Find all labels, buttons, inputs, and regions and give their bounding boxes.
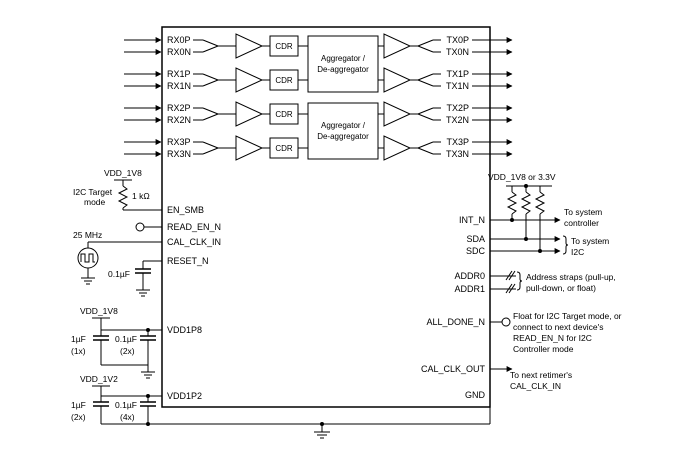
pin-read-en-n: READ_EN_N: [167, 222, 221, 232]
to-sys-i2c-label-1: To system: [571, 236, 609, 246]
float-note-2: connect to next device's: [513, 322, 603, 332]
pin-tx-p: TX1P: [446, 69, 469, 79]
pin-rx-n: RX3N: [167, 149, 191, 159]
cap-1uf-b-qty: (2x): [71, 412, 86, 422]
read-en-open-circle: [135, 222, 145, 232]
pin-vdd1p8: VDD1P8: [167, 325, 202, 335]
pin-rx-n: RX2N: [167, 115, 191, 125]
aggregator-block-1: [307, 35, 379, 93]
rx-equalizer-buffer: [235, 135, 264, 161]
addr-brace: [516, 271, 523, 291]
pin-tx-n: TX2N: [446, 115, 469, 125]
cap-01uf-b-label: 0.1µF: [115, 400, 137, 410]
pin-rx-p: RX0P: [167, 35, 191, 45]
vdd-1v8-bottom-label: VDD_1V8: [80, 306, 118, 316]
rx-equalizer-buffer: [235, 67, 264, 93]
i2c-target-mode-label-1: I2C Target: [73, 187, 113, 197]
pullup-resistor-sdc: [534, 191, 546, 215]
cap-01uf-a-label: 0.1µF: [115, 334, 137, 344]
pin-addr1: ADDR1: [454, 284, 485, 294]
pin-gnd: GND: [465, 390, 486, 400]
cap-1uf-a-qty: (1x): [71, 346, 86, 356]
pin-rx-n: RX1N: [167, 81, 191, 91]
pin-vdd1p2: VDD1P2: [167, 391, 202, 401]
rx-equalizer-buffer: [235, 101, 264, 127]
pin-int-n: INT_N: [459, 215, 485, 225]
tx-driver-buffer: [383, 135, 412, 161]
cap-1uf-b-label: 1µF: [71, 400, 86, 410]
addr-straps-label-1: Address straps (pull-up,: [526, 272, 616, 282]
rx-equalizer-buffer: [235, 33, 264, 59]
cap-1uf-a-label: 1µF: [71, 334, 86, 344]
next-retimer-label-1: To next retimer's: [510, 370, 572, 380]
clk-25mhz-label: 25 MHz: [73, 230, 102, 240]
tx-driver-buffer: [383, 101, 412, 127]
pin-tx-n: TX0N: [446, 47, 469, 57]
aggregator-2-line2: De-aggregator: [317, 132, 369, 141]
pin-reset-n: RESET_N: [167, 256, 209, 266]
cdr-label: CDR: [275, 76, 293, 85]
pin-tx-n: TX1N: [446, 81, 469, 91]
cdr-label: CDR: [275, 110, 293, 119]
cap-reset-label: 0.1µF: [108, 269, 130, 279]
vdd-1v2-label: VDD_1V2: [80, 374, 118, 384]
aggregator-2-line1: Aggregator /: [321, 121, 366, 130]
pin-cal-clk-out: CAL_CLK_OUT: [421, 364, 486, 374]
tx-driver-buffer: [383, 67, 412, 93]
pin-rx-n: RX0N: [167, 47, 191, 57]
addr-straps-label-2: pull-down, or float): [526, 283, 596, 293]
cap-01uf-a-qty: (2x): [120, 346, 135, 356]
pullup-resistor-int: [506, 191, 518, 215]
aggregator-1-line2: De-aggregator: [317, 65, 369, 74]
float-note-3: READ_EN_N for I2C: [513, 333, 592, 343]
pin-en-smb: EN_SMB: [167, 205, 204, 215]
pin-sdc: SDC: [466, 246, 486, 256]
pin-rx-p: RX1P: [167, 69, 191, 79]
lanes: RX0P RX0N CDR TX0P TX0N RX1P RX1N CDR TX1P TX1N RX…: [124, 33, 513, 161]
aggregator-1-line1: Aggregator /: [321, 54, 366, 63]
pin-rx-p: RX2P: [167, 103, 191, 113]
to-sys-ctrl-label-2: controller: [564, 218, 599, 228]
tx-driver-buffer: [383, 33, 412, 59]
next-retimer-label-2: CAL_CLK_IN: [510, 381, 561, 391]
pin-tx-p: TX2P: [446, 103, 469, 113]
cap-01uf-b-qty: (4x): [120, 412, 135, 422]
i2c-brace: [562, 235, 569, 255]
pin-cal-clk-in: CAL_CLK_IN: [167, 237, 221, 247]
aggregator-block-2: [307, 102, 379, 160]
pin-sda: SDA: [466, 234, 485, 244]
res-1k-label: 1 kΩ: [132, 191, 150, 201]
float-note-1: Float for I2C Target mode, or: [513, 311, 622, 321]
vdd-1v8-top-label: VDD_1V8: [104, 168, 142, 178]
pin-tx-p: TX3P: [446, 137, 469, 147]
pin-all-done-n: ALL_DONE_N: [426, 317, 485, 327]
all-done-open-circle: [501, 317, 511, 327]
resistor-1k: [117, 185, 129, 209]
to-sys-ctrl-label-1: To system: [564, 207, 602, 217]
pullup-resistor-sda: [520, 191, 532, 215]
to-sys-i2c-label-2: I2C: [571, 247, 584, 257]
cdr-label: CDR: [275, 42, 293, 51]
pullup-supply-label: VDD_1V8 or 3.3V: [488, 172, 556, 182]
cdr-label: CDR: [275, 144, 293, 153]
i2c-target-mode-label-2: mode: [84, 197, 106, 207]
pin-addr0: ADDR0: [454, 271, 485, 281]
pin-tx-n: TX3N: [446, 149, 469, 159]
pin-tx-p: TX0P: [446, 35, 469, 45]
pin-rx-p: RX3P: [167, 137, 191, 147]
float-note-4: Controller mode: [513, 344, 574, 354]
